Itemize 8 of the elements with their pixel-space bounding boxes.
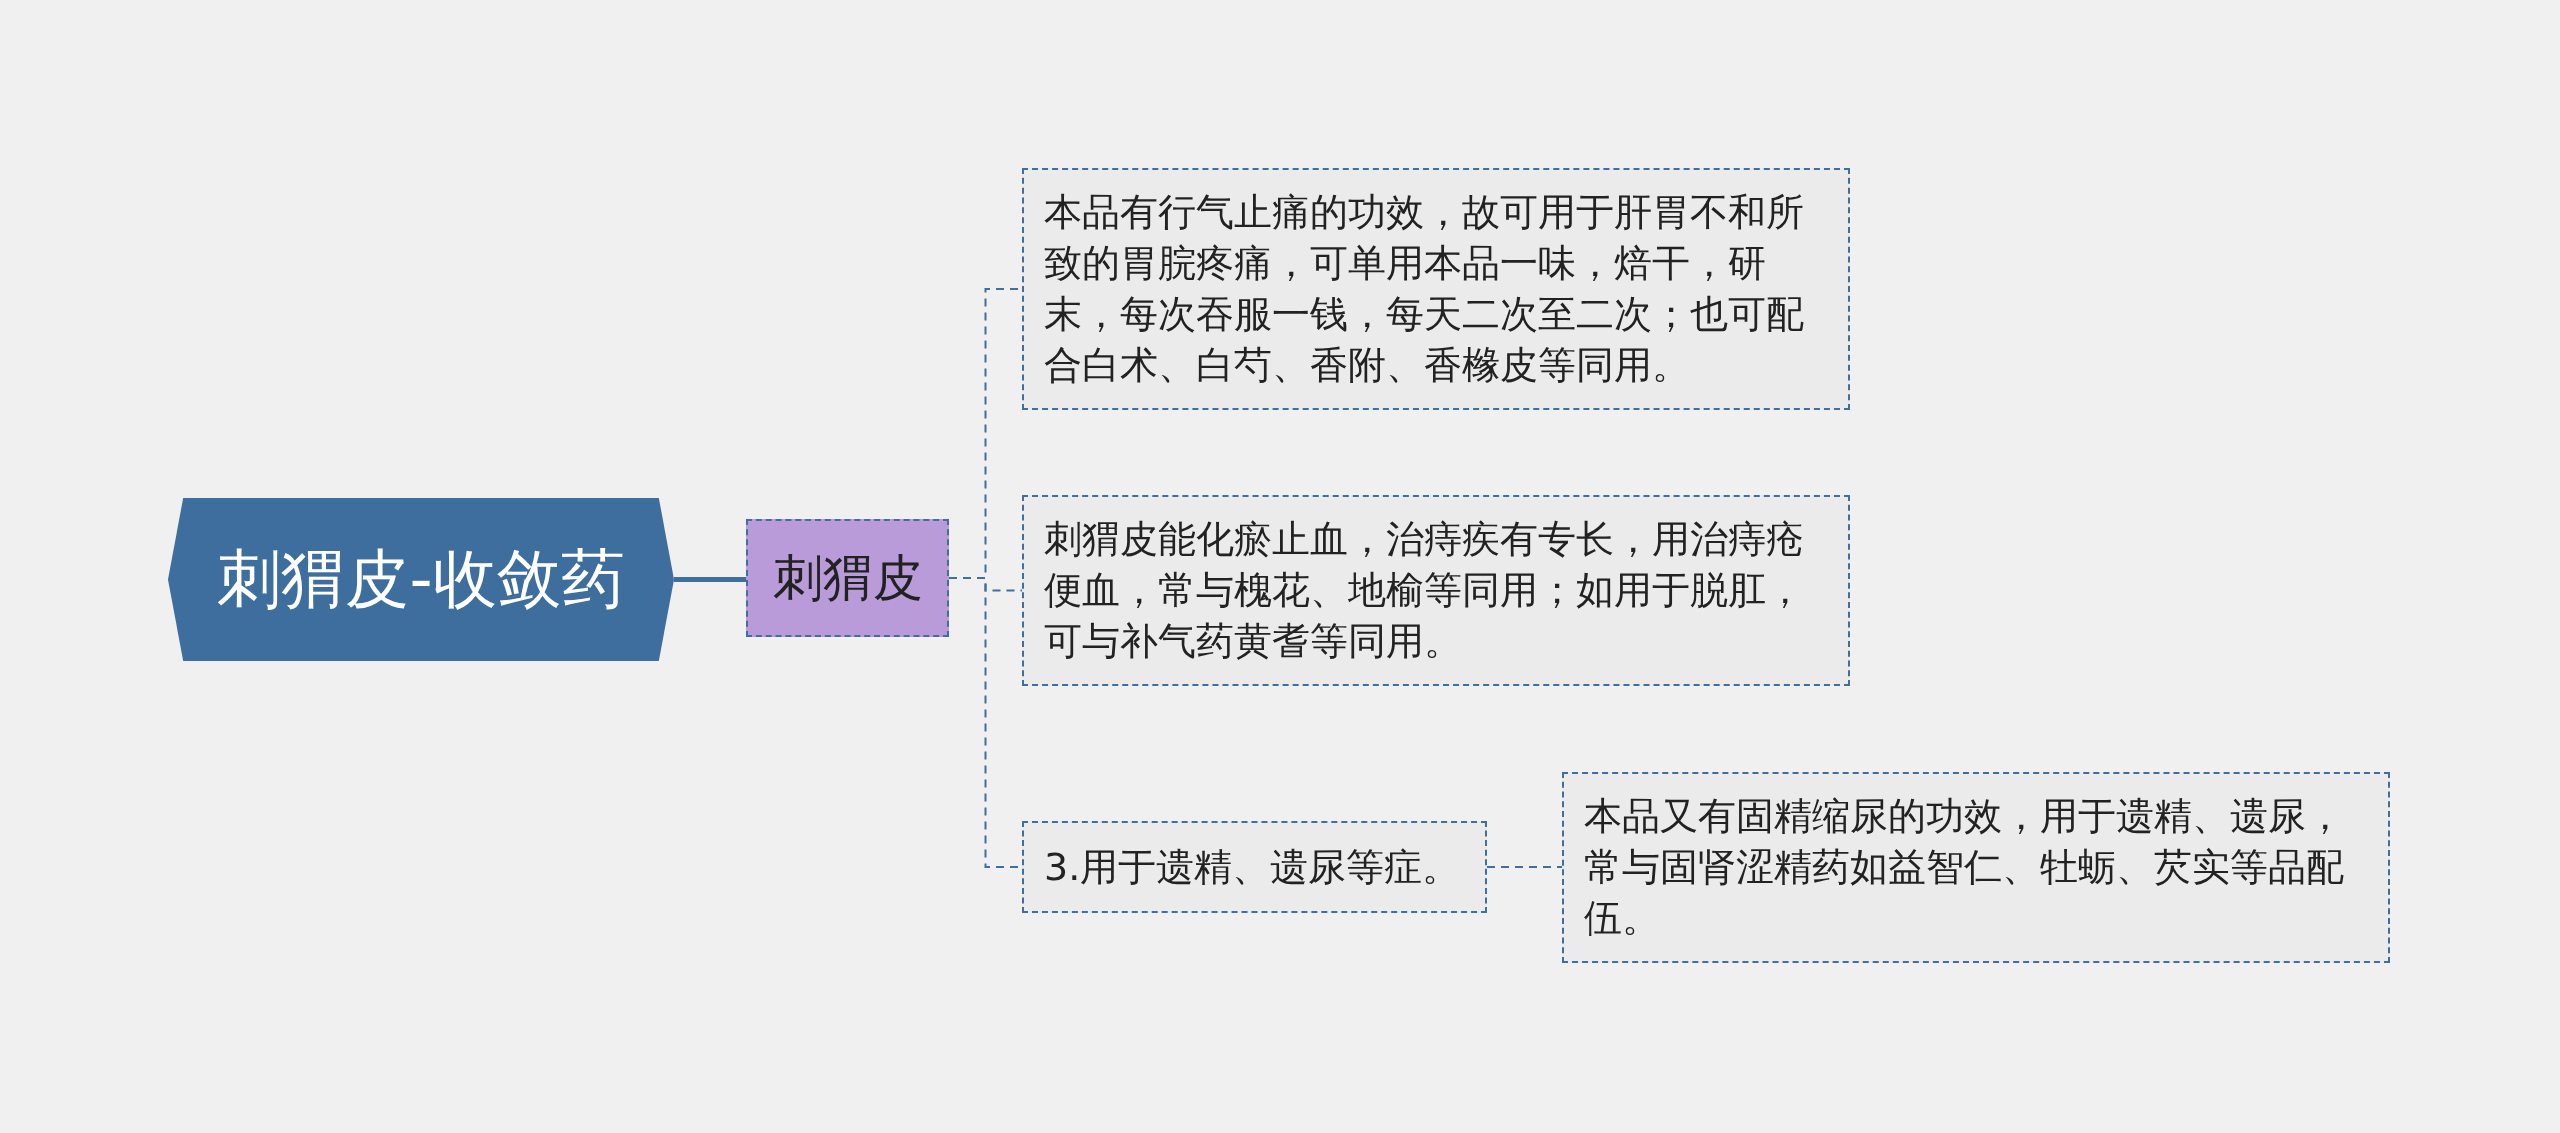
text-box: 3.用于遗精、遗尿等症。 — [1022, 821, 1487, 913]
connector-line — [674, 577, 746, 582]
topic-hexagon: 刺猬皮-收敛药 — [168, 498, 674, 661]
connector-line — [1486, 866, 1563, 868]
text-box: 本品又有固精缩尿的功效，用于遗精、遗尿，常与固肾涩精药如益智仁、牡蛎、芡实等品配伍。 — [1562, 772, 2390, 963]
subtopic-box: 刺猬皮 — [746, 519, 949, 637]
text-box: 刺猬皮能化瘀止血，治痔疾有专长，用治痔疮便血，常与槐花、地榆等同用；如用于脱肛，可与补气药黄耆等同用。 — [1022, 495, 1850, 686]
text-box: 本品有行气止痛的功效，故可用于肝胃不和所致的胃脘疼痛，可单用本品一味，焙干，研末，每次吞服一钱，每天二次至二次；也可配合白术、白芍、香附、香橼皮等同用。 — [1022, 168, 1850, 410]
